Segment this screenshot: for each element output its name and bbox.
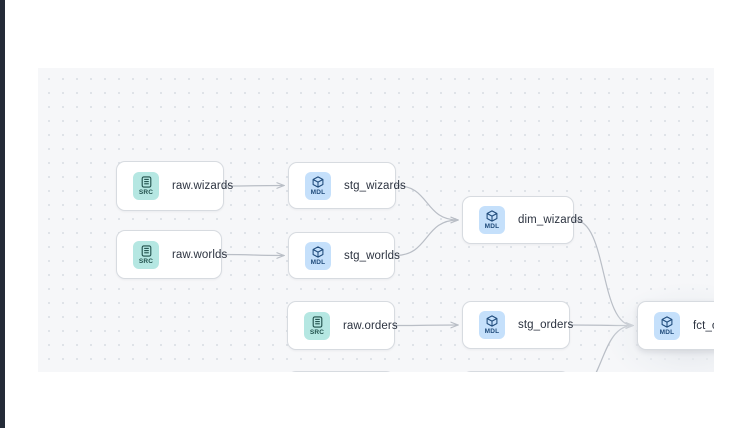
node-type-badge-label: SRC (309, 328, 325, 336)
node-type-badge-src: SRC (133, 172, 159, 200)
graph-node-label: dim_wizards (518, 214, 584, 226)
graph-node-stg-wizards[interactable]: MDL stg_wizards (288, 162, 406, 209)
node-type-badge-src: SRC (304, 311, 330, 340)
database-icon (141, 176, 152, 188)
cube-icon (312, 175, 324, 188)
node-type-badge-label: MDL (484, 328, 500, 335)
cube-icon (486, 210, 498, 222)
node-type-badge-label: MDL (310, 188, 326, 196)
graph-node-dim-wizards[interactable]: MDL dim_wizards (462, 196, 583, 244)
node-type-badge-src: SRC (133, 240, 159, 269)
cube-icon (661, 315, 673, 328)
node-type-badge-label: MDL (659, 328, 675, 336)
node-type-badge-mdl: MDL (479, 311, 505, 339)
graph-edge-raw-worlds-to-stg-worlds (221, 255, 284, 256)
node-type-badge-label: MDL (310, 258, 326, 266)
database-icon (312, 315, 323, 328)
graph-edge-stg-wands-to-fct-orders (595, 326, 633, 372)
graph-node-label: fct_orders (693, 319, 714, 332)
graph-edge-stg-orders-to-fct-orders (569, 325, 633, 326)
node-type-badge-label: MDL (484, 223, 500, 230)
graph-node-label: stg_orders (518, 319, 574, 331)
node-type-badge-mdl: MDL (479, 206, 505, 234)
graph-edge-dim-wizards-to-fct-orders (573, 219, 633, 326)
left-rail (0, 0, 5, 428)
graph-node-raw-wizards[interactable]: SRC raw.wizards (116, 161, 233, 211)
node-type-badge-label: SRC (138, 257, 154, 265)
graph-node-fct-orders[interactable]: MDL fct_orders (637, 301, 714, 350)
node-type-badge-mdl: MDL (305, 171, 331, 200)
graph-node-label: raw.orders (343, 319, 398, 332)
database-icon (141, 244, 152, 257)
graph-node-label: stg_worlds (344, 249, 400, 262)
graph-node-label: raw.worlds (172, 248, 228, 261)
graph-node-stg-orders[interactable]: MDL stg_orders (462, 301, 574, 349)
graph-edge-raw-orders-to-stg-orders (394, 325, 458, 326)
cube-icon (486, 315, 498, 327)
graph-node-raw-orders[interactable]: SRC raw.orders (287, 301, 398, 350)
cube-icon (312, 245, 324, 258)
graph-node-raw-worlds[interactable]: SRC raw.worlds (116, 230, 227, 279)
node-type-badge-mdl: MDL (654, 311, 680, 340)
graph-node-label: stg_wizards (344, 179, 406, 192)
graph-node-stg-worlds[interactable]: MDL stg_worlds (288, 232, 400, 279)
graph-node-label: raw.wizards (172, 180, 234, 192)
graph-edge-stg-worlds-to-dim-wizards (394, 220, 458, 257)
node-type-badge-mdl: MDL (305, 241, 331, 270)
node-type-badge-label: SRC (138, 189, 154, 196)
